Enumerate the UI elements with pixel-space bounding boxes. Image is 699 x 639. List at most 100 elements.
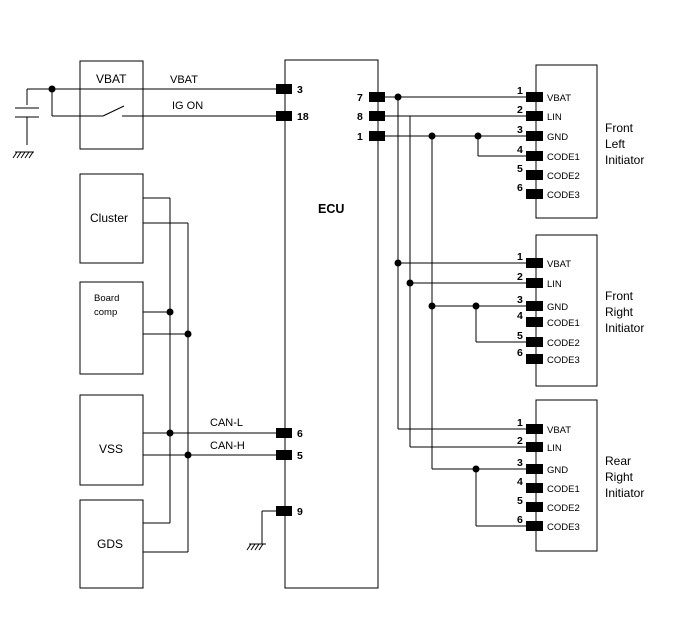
vbat-box-label: VBAT: [96, 72, 127, 86]
initiator-pin-pad: [526, 317, 543, 327]
initiator-name-front-right-line1: Front: [605, 289, 634, 303]
splice-dot: [48, 85, 56, 93]
initiator-pin-pad: [526, 354, 543, 364]
initiator-pin-pad: [526, 424, 543, 434]
board-comp-box: [79, 281, 144, 375]
initiator-pin-pad: [526, 483, 543, 493]
initiator-pin-pad: [526, 502, 543, 512]
initiator-name-front-right-line2: Right: [605, 305, 634, 319]
initiator-pin-pad: [526, 131, 543, 141]
ecu-pin-number-out-lin: 8: [357, 111, 363, 123]
ecu-pin-number-can-h: 5: [297, 450, 303, 462]
ig-switch: [102, 105, 125, 117]
ground-symbol-battery: [12, 151, 34, 159]
board-comp-label-line1: Board: [94, 293, 119, 304]
initiator-pin-pad: [526, 521, 543, 531]
initiator-pin-number: 4: [517, 144, 523, 156]
ground-symbol-ecu: [246, 543, 266, 551]
splice-dot: [166, 308, 174, 316]
initiator-name-front-left-line3: Initiator: [605, 153, 644, 167]
initiator-pin-pad: [526, 189, 543, 199]
splice-dot: [472, 465, 480, 473]
initiator-pin-pad: [526, 464, 543, 474]
initiator-pin-label: CODE1: [547, 484, 580, 495]
initiator-name-front-left-line2: Left: [605, 137, 626, 151]
initiator-pin-number: 6: [517, 182, 523, 194]
battery-symbol: [15, 89, 39, 145]
initiator-pin-label: GND: [547, 465, 568, 476]
initiator-pin-pad: [526, 337, 543, 347]
initiator-pin-number: 5: [517, 330, 523, 342]
ecu-pin-number-out-vbat: 7: [357, 92, 363, 104]
vbat-supply-box: [79, 60, 144, 150]
splice-dot: [474, 132, 482, 140]
ecu-pin-pad: [369, 111, 385, 121]
ecu-box: [284, 59, 379, 589]
initiator-box-rear-right: [535, 399, 598, 552]
initiator-name-rear-right-line3: Initiator: [605, 486, 644, 500]
gds-label: GDS: [97, 537, 123, 551]
vbat-wire-label: VBAT: [170, 74, 198, 86]
initiator-name-rear-right-line2: Right: [605, 470, 634, 484]
initiator-pin-number: 6: [517, 347, 523, 359]
initiator-pin-label: CODE2: [547, 171, 580, 182]
initiator-pin-pad: [526, 170, 543, 180]
initiator-pin-number: 1: [517, 85, 523, 97]
ecu-pin-number-ig-on: 18: [297, 111, 309, 123]
initiator-pin-number: 2: [517, 104, 523, 116]
vss-label: VSS: [99, 442, 123, 456]
initiator-pin-number: 3: [517, 457, 523, 469]
initiator-pin-label: CODE2: [547, 503, 580, 514]
initiator-pin-pad: [526, 278, 543, 288]
ecu-pin-pad: [276, 84, 292, 94]
ecu-pin-pad: [369, 131, 385, 141]
initiator-pin-pad: [526, 92, 543, 102]
initiator-pin-number: 4: [517, 476, 523, 488]
splice-dot: [394, 259, 402, 267]
initiator-pin-number: 5: [517, 495, 523, 507]
initiator-pin-label: LIN: [547, 279, 562, 290]
splice-dot: [428, 132, 436, 140]
initiator-box-front-left: [535, 64, 598, 219]
initiator-pin-pad: [526, 258, 543, 268]
splice-dot: [406, 279, 414, 287]
ig-on-wire-label: IG ON: [172, 100, 203, 112]
gds-box: [79, 499, 144, 589]
splice-dot: [166, 429, 174, 437]
ecu-pin-number-vbat: 3: [297, 84, 303, 96]
initiator-name-front-left-line1: Front: [605, 121, 634, 135]
splice-dot: [394, 93, 402, 101]
initiator-pin-pad: [526, 442, 543, 452]
initiator-pin-label: LIN: [547, 112, 562, 123]
initiator-pin-label: GND: [547, 132, 568, 143]
initiator-pin-label: VBAT: [547, 259, 571, 270]
ecu-pin-pad: [276, 450, 292, 460]
initiator-pin-label: LIN: [547, 443, 562, 454]
initiator-pin-number: 3: [517, 124, 523, 136]
initiator-name-rear-right-line1: Rear: [605, 454, 631, 468]
initiator-pin-number: 1: [517, 251, 523, 263]
initiator-pin-label: CODE3: [547, 190, 580, 201]
initiator-pin-label: VBAT: [547, 425, 571, 436]
vss-box: [79, 394, 144, 486]
cluster-box: [79, 173, 144, 264]
initiator-pin-number: 5: [517, 163, 523, 175]
initiator-pin-label: GND: [547, 302, 568, 313]
cluster-label: Cluster: [90, 211, 128, 225]
can-h-label: CAN-H: [210, 440, 245, 452]
splice-dot: [472, 302, 480, 310]
ecu-pin-pad: [276, 506, 292, 516]
initiator-pin-number: 1: [517, 417, 523, 429]
initiator-pin-number: 2: [517, 271, 523, 283]
splice-dot: [184, 330, 192, 338]
splice-dot: [184, 451, 192, 459]
initiator-pin-number: 4: [517, 310, 523, 322]
board-comp-label-line2: comp: [94, 307, 117, 318]
initiator-pin-number: 2: [517, 435, 523, 447]
initiator-pin-label: CODE2: [547, 338, 580, 349]
ecu-pin-pad: [276, 111, 292, 121]
splice-dot: [428, 302, 436, 310]
initiator-pin-pad: [526, 111, 543, 121]
initiator-pin-number: 6: [517, 514, 523, 526]
